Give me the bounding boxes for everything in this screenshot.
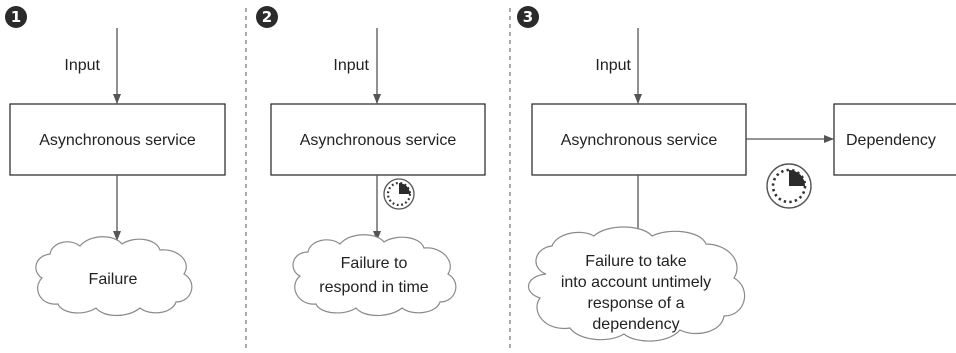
input-label: Input [595,57,631,74]
service-box [9,103,226,176]
panel-2: 2 Input Asynchronous service Failure to … [256,6,486,317]
failure-label-line-1: Failure to take [585,253,686,270]
step-badge [5,6,27,28]
step-badge-number: 2 [262,8,272,26]
service-label: Asynchronous service [561,132,718,149]
failure-cloud [528,226,746,342]
service-label: Asynchronous service [39,132,196,149]
timer-icon [766,163,812,209]
failure-label: Failure [89,271,138,288]
step-badge-number: 3 [523,8,533,26]
failure-label-line-1: Failure to [341,255,408,272]
failure-cloud [292,234,457,317]
step-badge [256,6,278,28]
timer-icon [383,178,415,210]
failure-label-line-3: response of a [588,295,685,312]
input-label: Input [333,57,369,74]
input-label: Input [64,57,100,74]
failure-label-line-4: dependency [592,316,679,333]
step-badge [517,6,539,28]
service-label: Asynchronous service [300,132,457,149]
dependency-box [833,103,956,176]
service-box [270,103,486,176]
failure-cloud [35,236,193,317]
panel-1: 1 Input Asynchronous service Failure [5,6,226,317]
panel-3: 3 Input Asynchronous service Dependency … [517,6,956,342]
failure-label-line-2: respond in time [319,279,428,296]
dependency-label: Dependency [846,132,936,149]
step-badge-number: 1 [11,8,21,26]
failure-label-line-2: into account untimely [561,274,711,291]
service-box [531,103,747,176]
